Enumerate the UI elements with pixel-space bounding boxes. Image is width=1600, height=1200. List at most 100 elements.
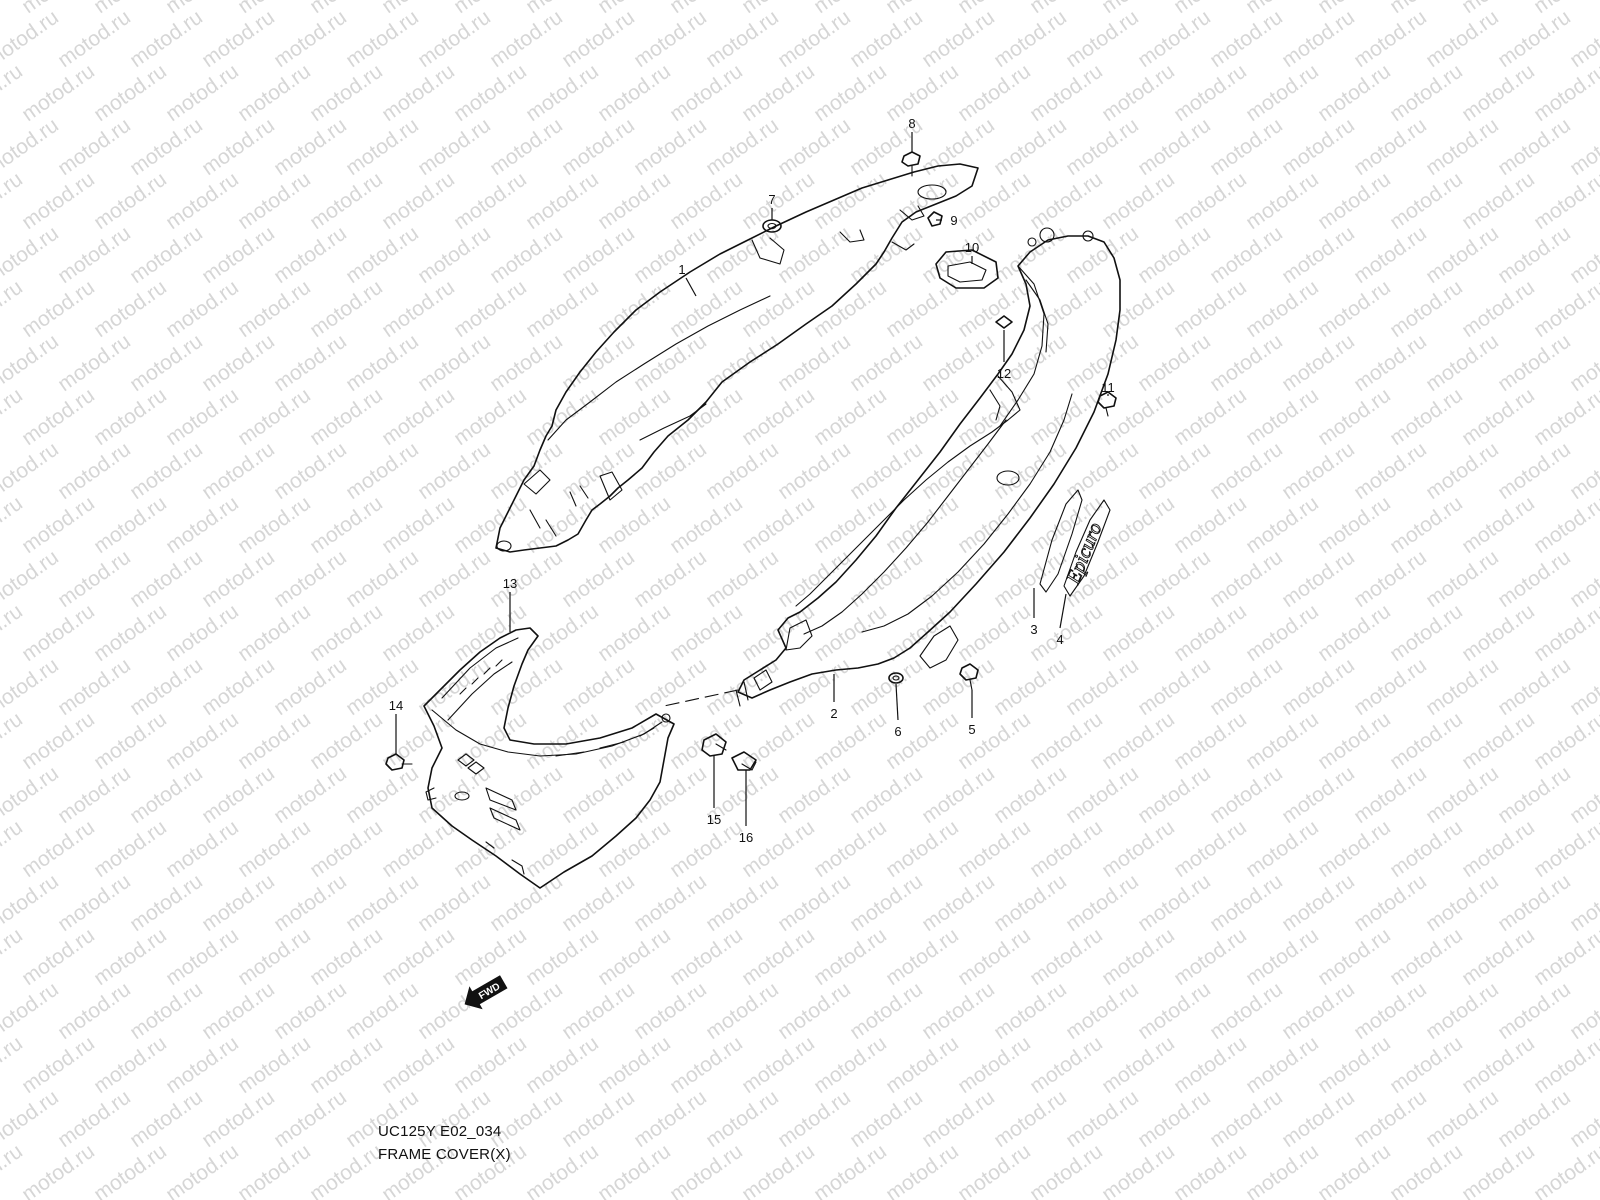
watermark-text: motod.ru (810, 816, 891, 882)
watermark-text: motod.ru (126, 654, 207, 720)
watermark-text: motod.ru (1134, 330, 1215, 396)
watermark-text: motod.ru (1458, 60, 1539, 126)
watermark-text: motod.ru (666, 384, 747, 450)
watermark-text: motod.ru (810, 384, 891, 450)
watermark-text: motod.ru (306, 0, 387, 18)
watermark-text: motod.ru (306, 60, 387, 126)
watermark-text: motod.ru (1134, 222, 1215, 288)
watermark-text: motod.ru (270, 870, 351, 936)
watermark-text: motod.ru (918, 978, 999, 1044)
watermark-text: motod.ru (990, 762, 1071, 828)
watermark-text: motod.ru (1314, 708, 1395, 774)
watermark-text: motod.ru (846, 330, 927, 396)
watermark-text: motod.ru (990, 870, 1071, 936)
watermark-text: motod.ru (306, 168, 387, 234)
part-9-nut (927, 211, 943, 227)
watermark-text: motod.ru (990, 330, 1071, 396)
watermark-text: motod.ru (1242, 600, 1323, 666)
watermark-text: motod.ru (594, 168, 675, 234)
watermark-text: motod.ru (810, 600, 891, 666)
watermark-text: motod.ru (198, 6, 279, 72)
watermark-text: motod.ru (18, 168, 99, 234)
watermark-text: motod.ru (990, 654, 1071, 720)
watermark-text: motod.ru (378, 492, 459, 558)
watermark-text: motod.ru (90, 276, 171, 342)
watermark-text: motod.ru (54, 114, 135, 180)
watermark-text: motod.ru (1098, 0, 1179, 18)
watermark-text: motod.ru (486, 222, 567, 288)
watermark-text: motod.ru (1386, 708, 1467, 774)
watermark-text: motod.ru (54, 870, 135, 936)
watermark-text: motod.ru (378, 276, 459, 342)
callout-16: 16 (739, 830, 753, 845)
watermark-text: motod.ru (522, 0, 603, 18)
watermark-text: motod.ru (54, 978, 135, 1044)
watermark-text: motod.ru (1170, 384, 1251, 450)
watermark-text: motod.ru (1494, 438, 1575, 504)
watermark-text: motod.ru (54, 762, 135, 828)
watermark-text: motod.ru (342, 114, 423, 180)
watermark-text: motod.ru (774, 654, 855, 720)
watermark-text: motod.ru (54, 546, 135, 612)
watermark-text: motod.ru (630, 978, 711, 1044)
part-11-screw (1097, 391, 1117, 417)
watermark-text: motod.ru (270, 330, 351, 396)
watermark-text: motod.ru (1386, 60, 1467, 126)
watermark-text: motod.ru (522, 708, 603, 774)
watermark-text: motod.ru (306, 924, 387, 990)
callout-12: 12 (997, 366, 1011, 381)
watermark-text: motod.ru (1278, 978, 1359, 1044)
watermark-text: motod.ru (1098, 168, 1179, 234)
watermark-text: motod.ru (54, 6, 135, 72)
watermark-text: motod.ru (774, 870, 855, 936)
watermark-text: motod.ru (522, 1140, 603, 1200)
watermark-text: motod.ru (954, 60, 1035, 126)
watermark-text: motod.ru (378, 600, 459, 666)
watermark-text: motod.ru (486, 1086, 567, 1152)
watermark-text: motod.ru (954, 924, 1035, 990)
watermark-text: motod.ru (1350, 870, 1431, 936)
watermark-text: motod.ru (558, 870, 639, 936)
fwd-arrow-icon (464, 975, 508, 1010)
callout-8: 8 (908, 116, 915, 131)
watermark-text: motod.ru (342, 6, 423, 72)
watermark-text: motod.ru (1242, 924, 1323, 990)
watermark-text: motod.ru (90, 1140, 171, 1200)
watermark-text: motod.ru (486, 762, 567, 828)
callout-5: 5 (968, 722, 975, 737)
watermark-text: motod.ru (666, 1140, 747, 1200)
callout-14: 14 (389, 698, 403, 713)
watermark-text: motod.ru (90, 384, 171, 450)
watermark-text: motod.ru (1134, 546, 1215, 612)
watermark-text: motod.ru (342, 870, 423, 936)
watermark-text: motod.ru (1242, 1032, 1323, 1098)
watermark-text: motod.ru (1422, 1086, 1503, 1152)
watermark-text: motod.ru (1134, 6, 1215, 72)
watermark-text: motod.ru (810, 1140, 891, 1200)
watermark-text: motod.ru (1242, 384, 1323, 450)
watermark-text: motod.ru (306, 1032, 387, 1098)
watermark-text: motod.ru (1314, 384, 1395, 450)
watermark-text: motod.ru (162, 600, 243, 666)
watermark-text: motod.ru (234, 384, 315, 450)
watermark-text: motod.ru (954, 708, 1035, 774)
watermark-text: motod.ru (234, 600, 315, 666)
watermark-text: motod.ru (1062, 654, 1143, 720)
watermark-text: motod.ru (90, 492, 171, 558)
watermark-text: motod.ru (1386, 276, 1467, 342)
watermark-text: motod.ru (1458, 816, 1539, 882)
watermark-text: motod.ru (774, 546, 855, 612)
watermark-text: motod.ru (1026, 708, 1107, 774)
watermark-text: motod.ru (1098, 60, 1179, 126)
watermark-text: motod.ru (702, 114, 783, 180)
watermark-text: motod.ru (1098, 924, 1179, 990)
watermark-text: motod.ru (1170, 708, 1251, 774)
watermark-text: motod.ru (1350, 1086, 1431, 1152)
watermark-text: motod.ru (378, 168, 459, 234)
diagram-code: UC125Y E02_034 (378, 1123, 502, 1140)
watermark-text: motod.ru (18, 1032, 99, 1098)
watermark-text: motod.ru (738, 708, 819, 774)
watermark-text: motod.ru (594, 924, 675, 990)
watermark-text: motod.ru (90, 708, 171, 774)
watermark-text: motod.ru (1242, 708, 1323, 774)
